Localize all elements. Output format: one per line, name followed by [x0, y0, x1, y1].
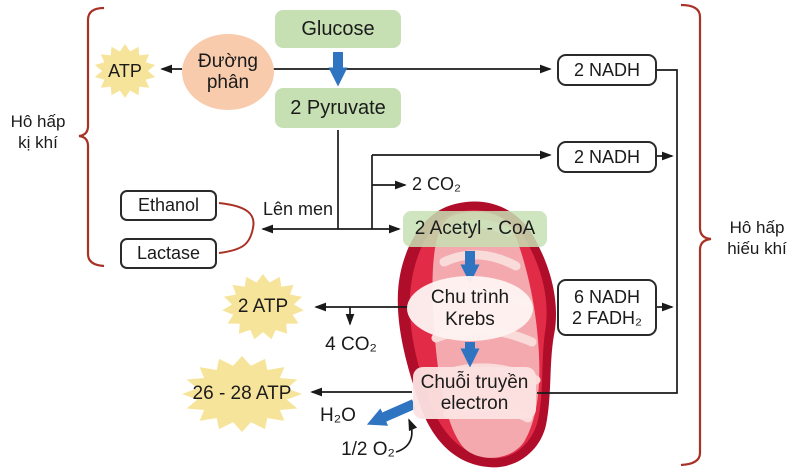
anaerobic-line2: kị khí	[18, 133, 58, 152]
ethanol-box: Ethanol	[120, 190, 217, 221]
krebs-outputs-box: 6 NADH 2 FADH₂	[557, 279, 657, 336]
electron-transport-chain-box: Chuỗi truyền electron	[413, 367, 536, 419]
glucose-label: Glucose	[301, 17, 375, 40]
co2-pyruvate-text: 2 CO₂	[412, 173, 461, 194]
glycolysis-ellipse: Đường phân	[182, 34, 274, 110]
water-text: H₂O	[320, 405, 356, 427]
pyruvate-box: 2 Pyruvate	[275, 88, 401, 128]
connector-lines	[160, 64, 678, 453]
etc-label-line1: Chuỗi truyền	[420, 371, 529, 393]
glycolysis-label-line1: Đường	[197, 50, 259, 72]
krebs-outputs-line1: 6 NADH	[573, 287, 640, 308]
atp-etc-starburst	[182, 356, 302, 432]
nadh-pyruvate-box: 2 NADH	[557, 141, 657, 173]
atp-etc-text: 26 - 28 ATP	[192, 383, 292, 405]
oxygen-text: 1/2 O₂	[341, 439, 395, 461]
line-nadh-to-etc	[537, 69, 678, 394]
nadh-glycolysis-label: 2 NADH	[573, 59, 640, 80]
anaerobic-respiration-label: Hô hấp kị khí	[2, 106, 74, 158]
nadh-pyruvate-label: 2 NADH	[573, 146, 640, 167]
krebs-cycle-ellipse: Chu trình Krebs	[407, 276, 533, 341]
atp-etc-label: 26 - 28 ATP	[182, 372, 302, 416]
anaerobic-line1: Hô hấp	[10, 111, 66, 131]
glucose-box: Glucose	[275, 10, 401, 48]
krebs-label-line1: Chu trình	[430, 287, 510, 309]
aerobic-bracket	[680, 3, 712, 467]
blue-flow-arrows	[328, 52, 480, 426]
atp-starburst	[94, 44, 156, 98]
lactase-label: Lactase	[136, 243, 201, 264]
lactase-box: Lactase	[120, 238, 217, 269]
krebs-outputs-line2: 2 FADH₂	[571, 307, 642, 328]
fermentation-label: Lên men	[258, 197, 338, 221]
arrow-etc-to-water	[366, 399, 417, 426]
water-label: H₂O	[314, 402, 362, 430]
co2-pyruvate-label: 2 CO₂	[412, 171, 484, 197]
co2-krebs-label: 4 CO₂	[316, 331, 386, 359]
arrow-oxygen-to-etc	[395, 418, 418, 453]
atp-krebs-text: 2 ATP	[237, 296, 289, 318]
aerobic-line1: Hô hấp	[729, 217, 785, 237]
fermentation-text: Lên men	[262, 198, 334, 219]
atp-krebs-label: 2 ATP	[223, 285, 303, 329]
atp-krebs-starburst	[222, 274, 304, 340]
etc-label-line2: electron	[440, 393, 509, 414]
glycolysis-label-line2: phân	[206, 72, 250, 93]
atp-text: ATP	[108, 60, 142, 81]
anaerobic-bracket	[78, 6, 105, 268]
krebs-label-line2: Krebs	[445, 308, 495, 330]
atp-glycolysis-label: ATP	[95, 45, 155, 97]
acetyl-coa-box: 2 Acetyl - CoA	[403, 211, 547, 247]
aerobic-respiration-label: Hô hấp hiếu khí	[714, 212, 800, 264]
aerobic-line2: hiếu khí	[727, 239, 787, 258]
pyruvate-label: 2 Pyruvate	[290, 96, 386, 119]
oxygen-label: 1/2 O₂	[336, 436, 400, 464]
ethanol-label: Ethanol	[137, 195, 200, 216]
co2-krebs-text: 4 CO₂	[325, 334, 377, 356]
nadh-glycolysis-box: 2 NADH	[557, 54, 657, 86]
acetyl-coa-label: 2 Acetyl - CoA	[414, 218, 536, 240]
fermentation-arc	[218, 202, 255, 254]
